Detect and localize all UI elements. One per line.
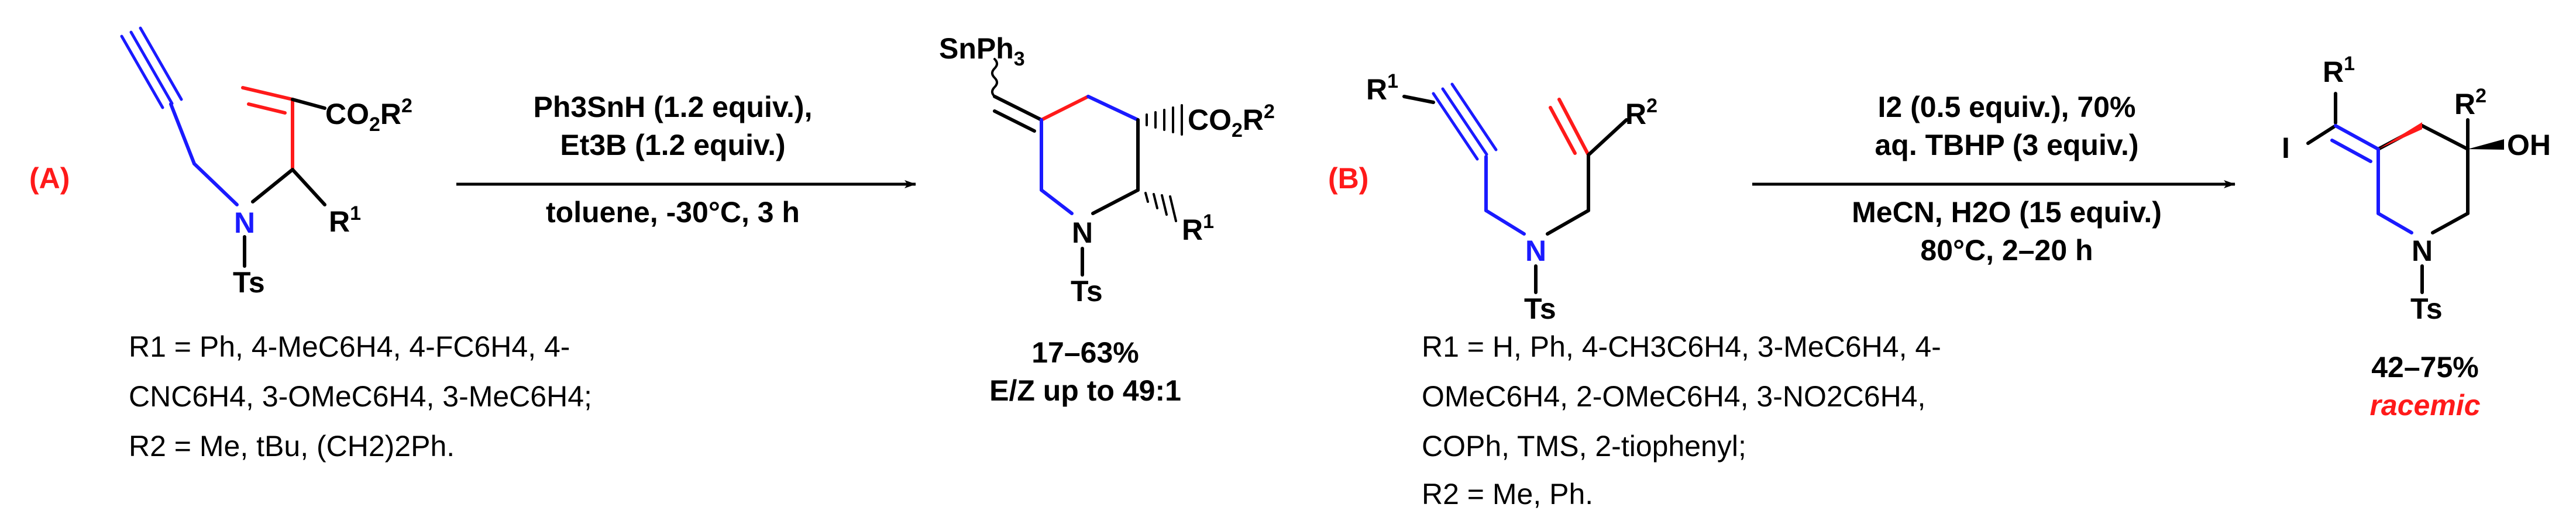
reactant-a-ester: CO2R2 xyxy=(325,95,412,136)
panel-b-condition-3: MeCN, H2O (15 equiv.) xyxy=(1852,196,2162,229)
panel-b-condition-4: 80°C, 2–20 h xyxy=(1920,234,2093,267)
panel-a-condition-1: Ph3SnH (1.2 equiv.), xyxy=(534,91,813,123)
product-b-hydroxyl: OH xyxy=(2507,129,2551,161)
product-a-structure xyxy=(991,58,1183,277)
panel-a-condition-3: toluene, -30°C, 3 h xyxy=(546,196,800,229)
panel-b-r1-list-line2: OMeC6H4, 2-OMeC6H4, 3-NO2C6H4, xyxy=(1422,380,1925,413)
panel-b-condition-1: I2 (0.5 equiv.), 70% xyxy=(1878,91,2136,123)
panel-b-condition-2: aq. TBHP (3 equiv.) xyxy=(1875,129,2138,161)
reactant-a-structure xyxy=(120,26,326,268)
product-b-iodine: I xyxy=(2282,132,2290,164)
product-b-tosyl: Ts xyxy=(2410,292,2443,325)
product-a-selectivity: E/Z up to 49:1 xyxy=(989,374,1181,407)
product-b-oh-wedge xyxy=(2468,139,2504,150)
product-a-ester: CO2R2 xyxy=(1188,101,1275,142)
panel-b-label: (B) xyxy=(1328,162,1368,195)
reactant-b-r1: R1 xyxy=(1366,70,1398,106)
panel-a-r2-list: R2 = Me, tBu, (CH2)2Ph. xyxy=(129,430,455,463)
reactant-a-r1: R1 xyxy=(329,202,361,238)
product-b-stereo: racemic xyxy=(2369,389,2480,422)
product-a-nitrogen: N xyxy=(1072,216,1093,249)
reactant-a-nitrogen: N xyxy=(234,206,255,239)
panel-a-r1-list-line1: R1 = Ph, 4-MeC6H4, 4-FC6H4, 4- xyxy=(129,330,570,363)
product-b-r1: R1 xyxy=(2323,53,2355,88)
product-b-red-wedge xyxy=(2378,122,2422,149)
reactant-b-r2: R2 xyxy=(1625,95,1657,130)
product-a-stannyl: SnPh3 xyxy=(939,32,1025,70)
product-a-yield: 17–63% xyxy=(1031,336,1139,369)
reactant-b-structure xyxy=(1402,82,1628,294)
reactant-a-tosyl: Ts xyxy=(233,266,265,299)
reactant-b-tosyl: Ts xyxy=(1524,292,1556,325)
product-b-yield: 42–75% xyxy=(2371,351,2479,384)
reactant-b-nitrogen: N xyxy=(1525,234,1546,267)
panel-b-r1-list-line1: R1 = H, Ph, 4-CH3C6H4, 3-MeC6H4, 4- xyxy=(1422,330,1941,363)
panel-a-condition-2: Et3B (1.2 equiv.) xyxy=(560,129,785,161)
product-b-nitrogen: N xyxy=(2412,234,2433,267)
product-a-r1: R1 xyxy=(1182,211,1214,246)
panel-a-label: (A) xyxy=(29,162,70,195)
panel-b-r1-list-line3: COPh, TMS, 2-tiophenyl; xyxy=(1422,430,1746,463)
product-b-r2: R2 xyxy=(2454,85,2486,120)
panel-b-r2-list: R2 = Me, Ph. xyxy=(1422,478,1593,510)
product-b-structure xyxy=(2306,92,2470,294)
panel-a-r1-list-line2: CNC6H4, 3-OMeC6H4, 3-MeC6H4; xyxy=(129,380,592,413)
product-a-tosyl: Ts xyxy=(1071,275,1103,308)
